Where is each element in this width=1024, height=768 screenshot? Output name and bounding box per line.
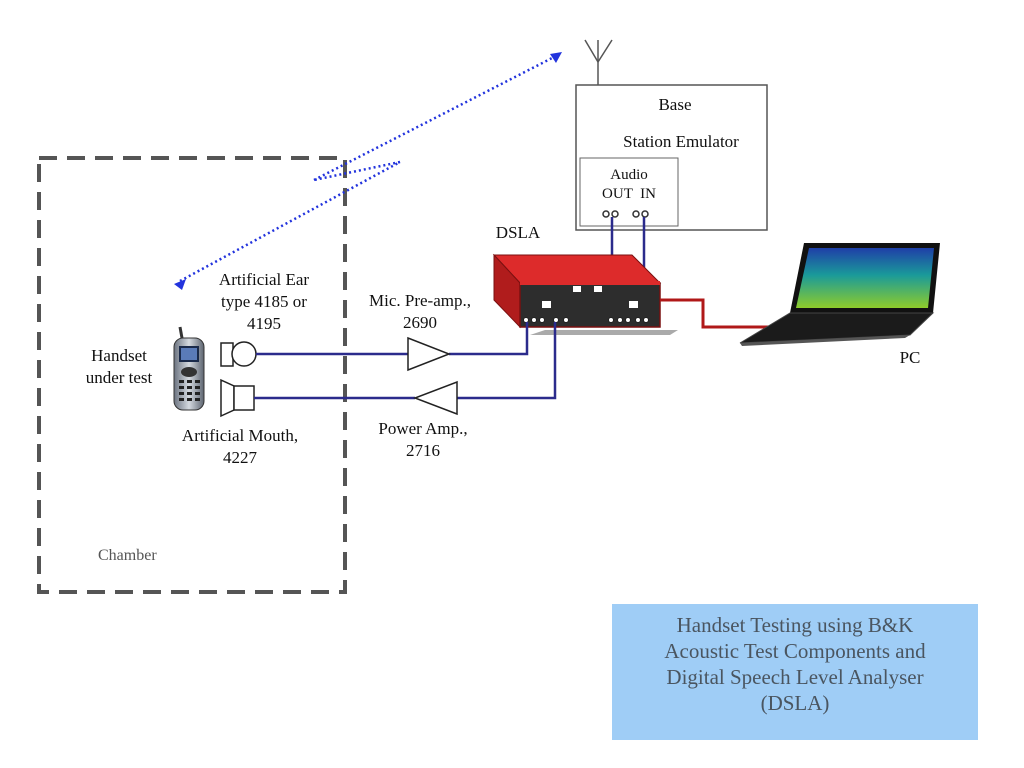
out-in-label: OUT IN: [602, 186, 656, 202]
caption-line4: (DSLA): [760, 691, 830, 715]
handset-icon: [173, 326, 205, 411]
antenna-icon: [584, 39, 613, 85]
caption-line2: Acoustic Test Components and: [664, 639, 926, 663]
pc-label-text: PC: [899, 348, 921, 367]
base-station-subtitle: Station Emulator: [606, 131, 756, 153]
audio-label-text: Audio: [610, 167, 648, 183]
mic-preamp-label: Mic. Pre-amp., 2690: [358, 290, 482, 334]
base-station-title: Base: [640, 94, 710, 116]
chamber-boundary: [37, 156, 347, 594]
mic-preamp-line2: 2690: [403, 313, 437, 332]
dsla-to-pc-cable: [660, 298, 775, 329]
power-signal-path: [254, 322, 557, 400]
artificial-mouth-line1: Artificial Mouth,: [181, 426, 299, 445]
laptop-pc-icon: [739, 243, 940, 346]
artificial-mouth-label: Artificial Mouth, 4227: [170, 425, 310, 469]
pc-label: PC: [890, 347, 930, 369]
dsla-label-text: DSLA: [495, 223, 541, 242]
artificial-ear-label: Artificial Ear type 4185 or 4195: [208, 269, 320, 335]
power-amp-triangle-icon: [412, 380, 458, 416]
radio-arrow-start-icon: [174, 279, 186, 290]
dsla-device-icon: [492, 253, 678, 335]
power-amp-label: Power Amp., 2716: [368, 418, 478, 462]
power-amp-line1: Power Amp.,: [378, 419, 468, 438]
base-station-title-line1: Base: [658, 95, 692, 114]
handset-label: Handset under test: [74, 345, 164, 389]
radio-arrow-end-icon: [550, 52, 562, 63]
artificial-mouth-line2: 4227: [223, 448, 257, 467]
caption-line1: Handset Testing using B&K: [676, 613, 914, 637]
mic-signal-path: [256, 322, 529, 356]
handset-line1: Handset: [91, 346, 147, 365]
mic-preamp-line1: Mic. Pre-amp.,: [369, 291, 471, 310]
artificial-ear-icon: [220, 341, 257, 367]
audio-panel: [579, 157, 679, 227]
power-amp-line2: 2716: [406, 441, 440, 460]
chamber-label: Chamber: [98, 547, 157, 564]
audio-connectors-icon: [602, 210, 649, 218]
caption-box: Handset Testing using B&K Acoustic Test …: [612, 604, 978, 740]
audio-label: Audio OUT IN: [588, 166, 670, 204]
caption-line3: Digital Speech Level Analyser: [666, 665, 924, 689]
radio-link: [179, 54, 557, 283]
mic-preamp-triangle-icon: [407, 336, 452, 372]
dsla-label: DSLA: [488, 222, 548, 244]
handset-line2: under test: [85, 368, 153, 387]
artificial-ear-line3: 4195: [247, 314, 281, 333]
base-station-title-line2: Station Emulator: [623, 132, 739, 151]
artificial-ear-line2: type 4185 or: [221, 292, 307, 311]
artificial-ear-line1: Artificial Ear: [218, 270, 310, 289]
artificial-mouth-icon: [220, 378, 255, 418]
